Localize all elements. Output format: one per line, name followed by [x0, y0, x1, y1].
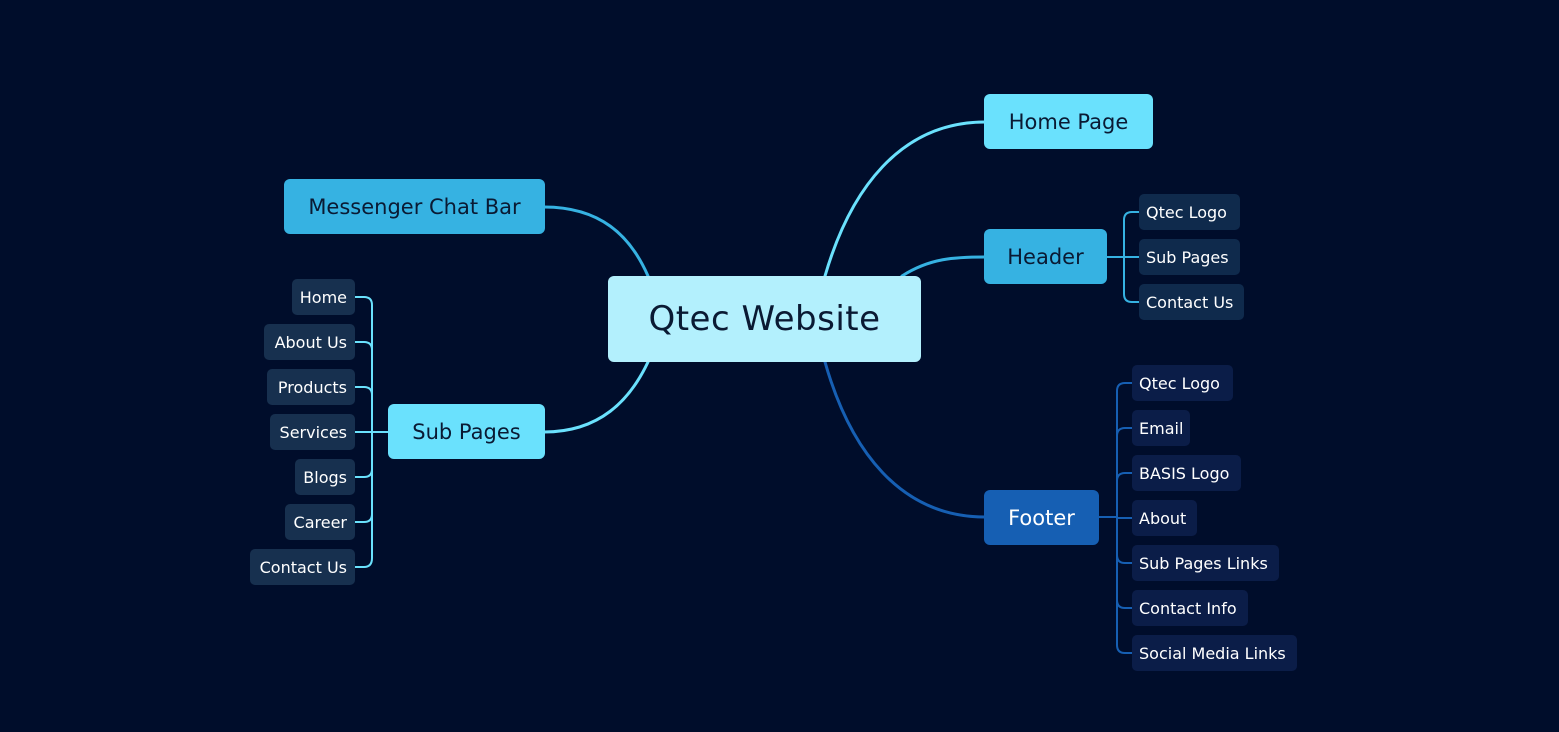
subtopic-label: About	[1139, 508, 1187, 528]
subtopic-social-media-links[interactable]: Social Media Links	[1132, 635, 1297, 671]
connector-header	[900, 255, 987, 278]
topic-footer-label: Footer	[1008, 505, 1075, 530]
connector-sub-pages	[542, 360, 650, 434]
subtopic-qtec-logo[interactable]: Qtec Logo	[1139, 194, 1240, 230]
subtopic-label: Services	[279, 422, 347, 442]
central-topic-label: Qtec Website	[648, 299, 881, 339]
topic-messenger-label: Messenger Chat Bar	[308, 194, 521, 219]
topic-home-page-label: Home Page	[1008, 109, 1129, 134]
connector-home-page	[823, 120, 987, 278]
subtopic-qtec-logo[interactable]: Qtec Logo	[1132, 365, 1233, 401]
subtopic-label: Email	[1139, 418, 1184, 438]
subtopic-label: Contact Us	[259, 557, 347, 577]
bracket-sub-pages	[353, 296, 389, 568]
subtopic-label: Sub Pages	[1146, 247, 1229, 267]
topic-header[interactable]: Header	[984, 229, 1107, 284]
subtopic-label: Contact Info	[1139, 598, 1237, 618]
subtopic-career[interactable]: Career	[285, 504, 355, 540]
subtopic-label: Home	[299, 287, 347, 307]
subtopic-about-us[interactable]: About Us	[264, 324, 355, 360]
bracket-header	[1105, 211, 1141, 303]
subtopic-contact-us[interactable]: Contact Us	[1139, 284, 1244, 320]
subtopic-label: About Us	[274, 332, 347, 352]
topic-sub-pages-label: Sub Pages	[412, 419, 521, 444]
subtopic-label: Products	[277, 377, 347, 397]
topic-sub-pages[interactable]: Sub Pages	[388, 404, 545, 459]
connector-messenger	[542, 205, 650, 278]
topic-messenger-chat-bar[interactable]: Messenger Chat Bar	[284, 179, 545, 234]
subtopic-blogs[interactable]: Blogs	[295, 459, 355, 495]
subtopic-label: BASIS Logo	[1139, 463, 1230, 483]
subtopic-label: Blogs	[303, 467, 347, 487]
subtopic-about[interactable]: About	[1132, 500, 1197, 536]
subtopic-home[interactable]: Home	[292, 279, 355, 315]
subtopic-label: Qtec Logo	[1146, 202, 1227, 222]
bracket-footer	[1097, 382, 1134, 654]
subtopic-basis-logo[interactable]: BASIS Logo	[1132, 455, 1241, 491]
subtopic-label: Social Media Links	[1139, 643, 1286, 663]
topic-footer[interactable]: Footer	[984, 490, 1099, 545]
subtopic-contact-info[interactable]: Contact Info	[1132, 590, 1248, 626]
central-topic[interactable]: Qtec Website	[608, 276, 921, 362]
subtopic-label: Career	[293, 512, 347, 532]
subtopic-label: Contact Us	[1146, 292, 1234, 312]
subtopic-contact-us[interactable]: Contact Us	[250, 549, 355, 585]
connector-footer	[823, 360, 987, 519]
subtopic-label: Qtec Logo	[1139, 373, 1220, 393]
topic-home-page[interactable]: Home Page	[984, 94, 1153, 149]
subtopic-sub-pages-links[interactable]: Sub Pages Links	[1132, 545, 1279, 581]
subtopic-email[interactable]: Email	[1132, 410, 1190, 446]
subtopic-sub-pages[interactable]: Sub Pages	[1139, 239, 1240, 275]
subtopic-products[interactable]: Products	[267, 369, 355, 405]
topic-header-label: Header	[1007, 244, 1084, 269]
subtopic-label: Sub Pages Links	[1139, 553, 1268, 573]
subtopic-services[interactable]: Services	[270, 414, 355, 450]
